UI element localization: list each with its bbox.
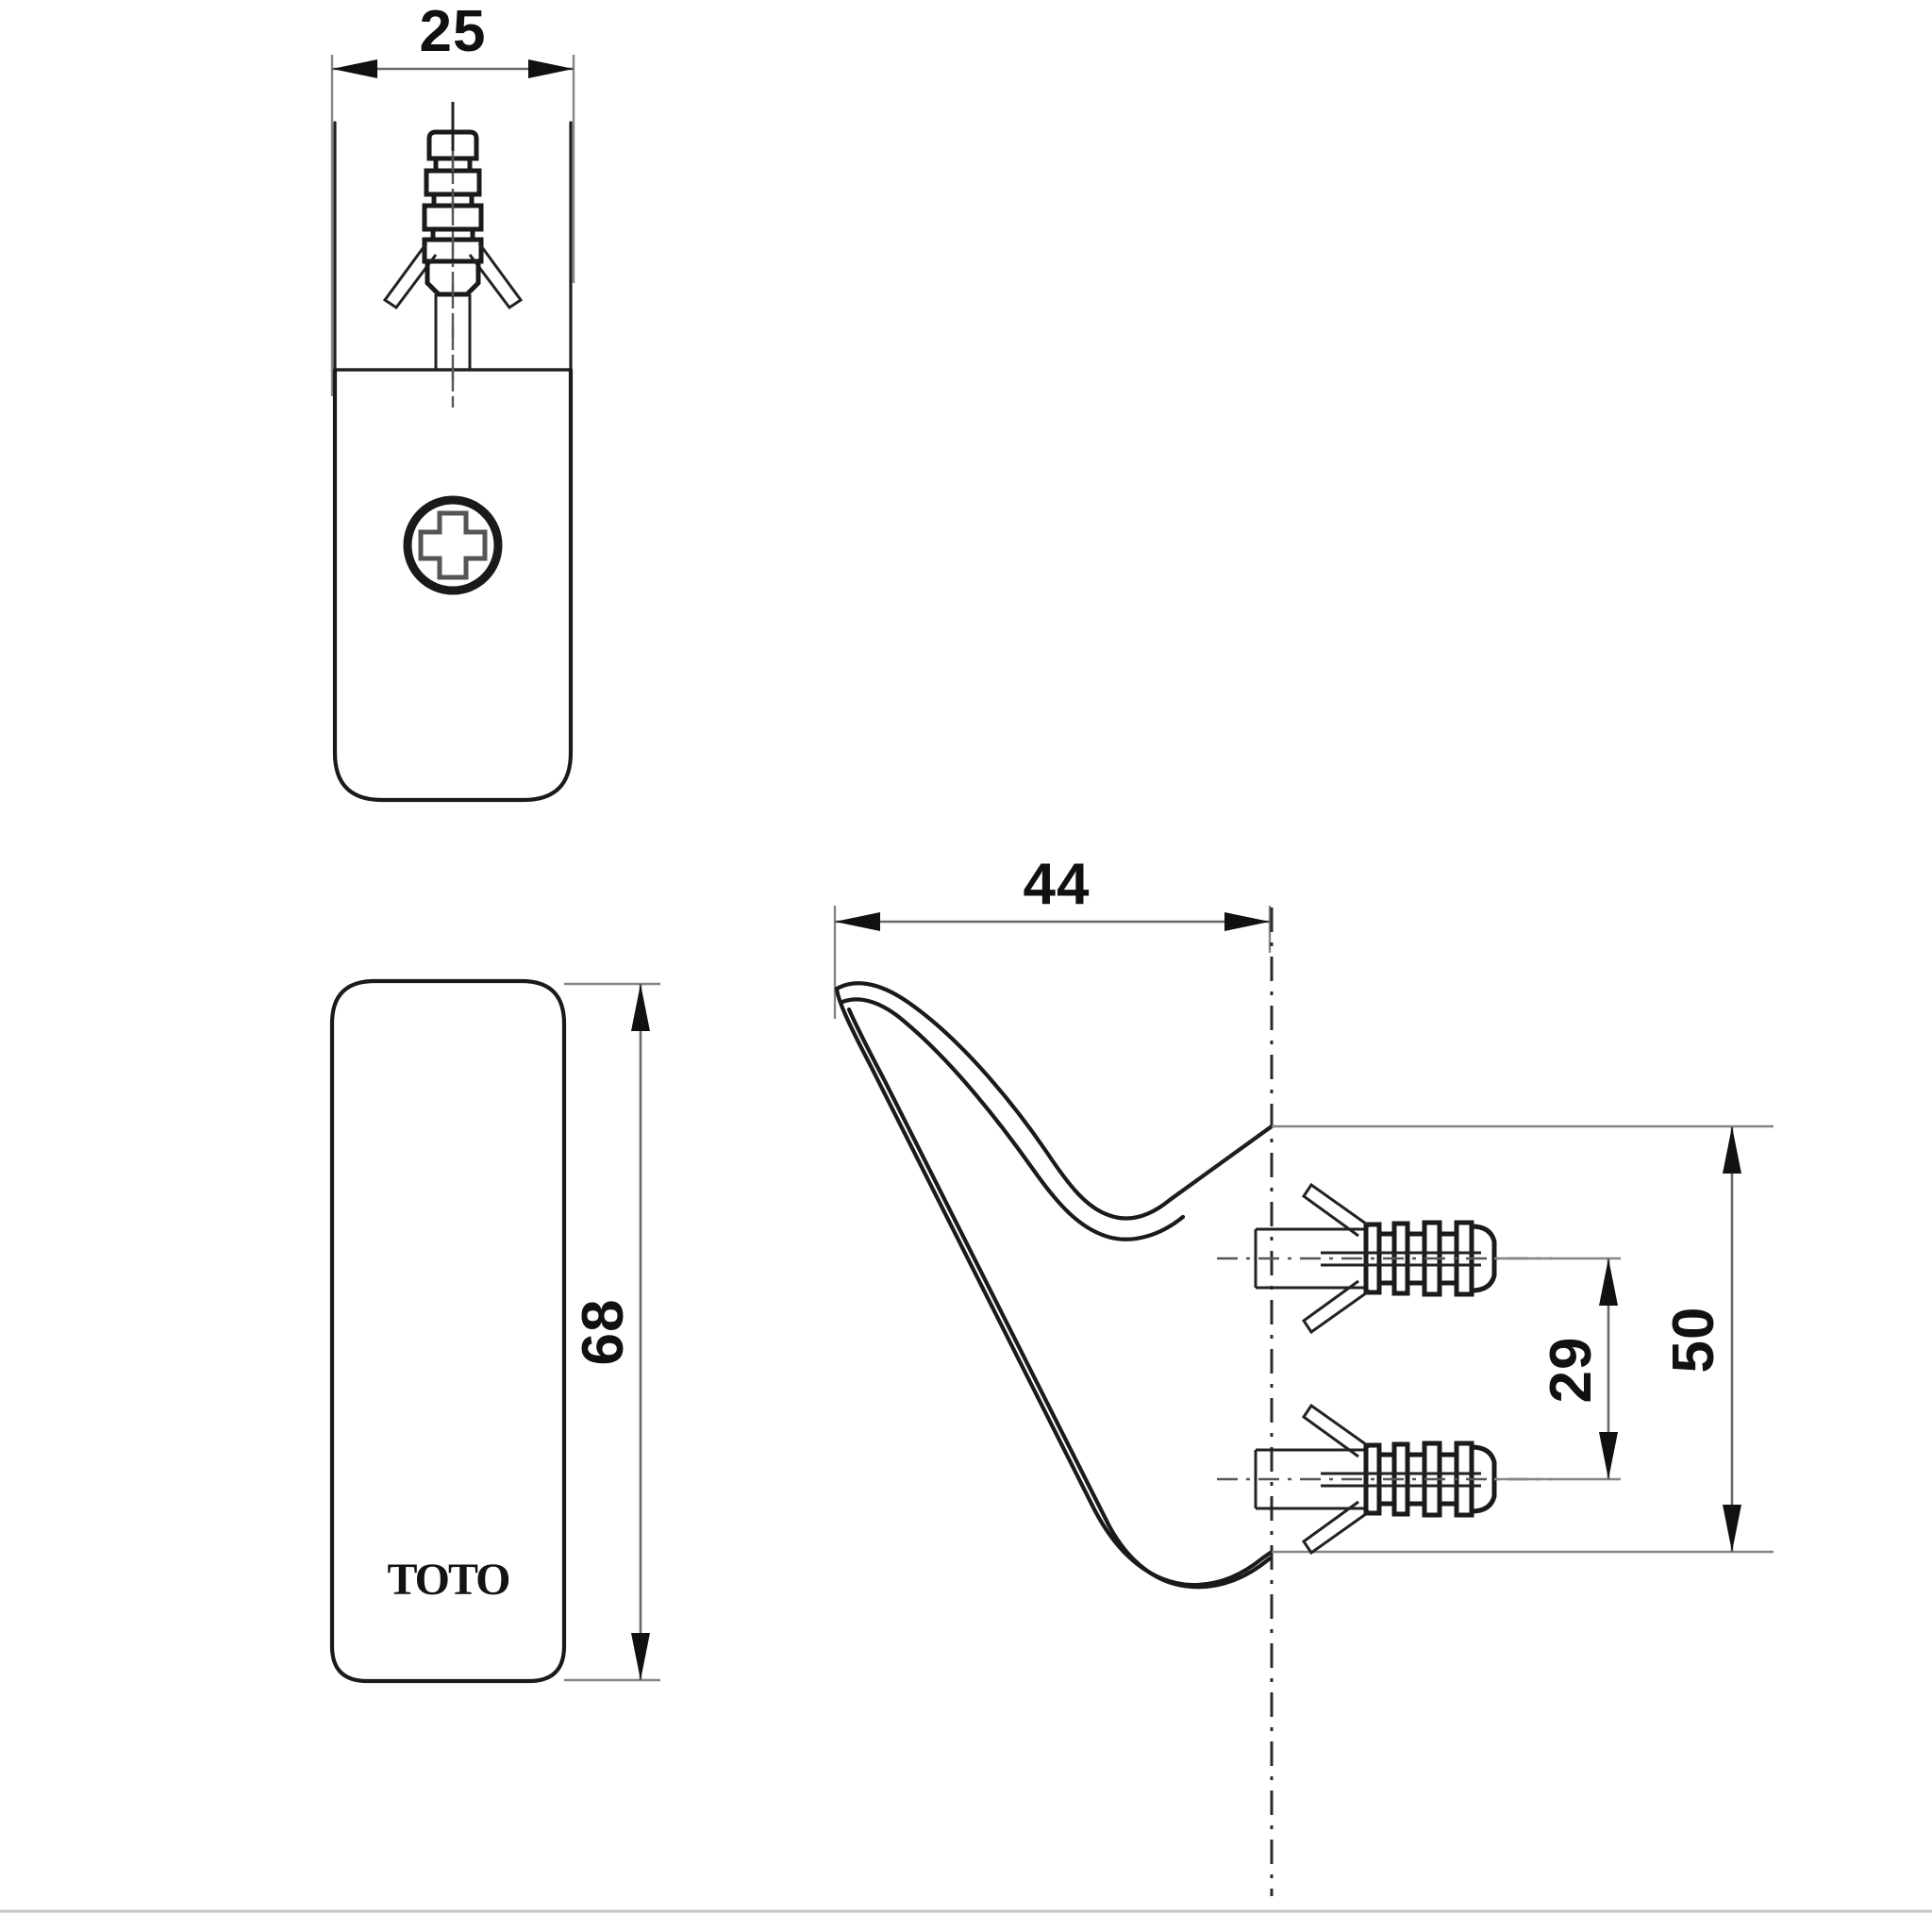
anchor-wing-left	[382, 242, 438, 310]
anchor-lower-rib-1	[1363, 1442, 1382, 1516]
anchor-upper-wing-top	[1301, 1182, 1371, 1238]
anchor-upper-rib-3	[1422, 1220, 1442, 1297]
top-view-phillips-screw-head	[403, 495, 503, 595]
anchor-upper-rib-1	[1363, 1222, 1382, 1295]
dimension-label-68: 68	[571, 1299, 636, 1366]
front-view-group: TOTO 68	[329, 978, 660, 1684]
anchor-sleeve	[434, 294, 472, 370]
anchor-rib-2	[424, 168, 482, 197]
anchor-lower-rib-4	[1454, 1441, 1474, 1518]
anchor-rib-4	[422, 237, 484, 264]
anchor-upper-rib-2	[1391, 1221, 1410, 1296]
anchor-upper-wing-bottom	[1301, 1279, 1371, 1335]
arrow-left-25	[332, 59, 377, 78]
screw-head-cross	[418, 510, 488, 580]
anchor-lower-screw-shaft	[1321, 1472, 1481, 1488]
anchor-rib-3	[422, 203, 484, 232]
anchor-wing-right	[468, 242, 524, 310]
arrow-top-68	[631, 984, 650, 1031]
side-view-wall-anchor-lower	[1217, 1403, 1552, 1556]
anchor-lower-wing-bottom	[1301, 1500, 1371, 1556]
arrow-bottom-68	[631, 1633, 650, 1680]
screw-head-circle	[403, 495, 503, 595]
anchor-lower-rib-2	[1391, 1441, 1410, 1517]
anchor-upper-rib-4	[1454, 1220, 1474, 1297]
top-view-group: 25	[330, 0, 575, 803]
hook-outer-curve-upper	[834, 981, 1274, 1221]
hook-outer-curve-lower	[834, 986, 1274, 1588]
hook-inner-curve-lower	[846, 1007, 1273, 1590]
arrow-bottom-29	[1599, 1432, 1618, 1479]
hook-inner-curve-upper	[840, 997, 1186, 1241]
dimension-label-50: 50	[1661, 1307, 1726, 1374]
anchor-rib-1	[426, 129, 479, 161]
dimension-label-44: 44	[1024, 852, 1091, 917]
arrow-left-44	[835, 912, 880, 931]
anchor-upper-screw-shaft	[1321, 1251, 1481, 1267]
front-view-body-outline	[329, 978, 567, 1684]
arrow-bottom-50	[1723, 1505, 1741, 1552]
top-view-wall-anchor-plug	[382, 102, 524, 408]
brand-logo-toto: TOTO	[388, 1555, 509, 1605]
dimension-label-25: 25	[420, 0, 487, 64]
anchor-lower-rib-3	[1422, 1441, 1442, 1518]
arrow-right-44	[1224, 912, 1270, 931]
arrow-right-25	[528, 59, 574, 78]
hook-bottom-flange-line	[1260, 1550, 1274, 1560]
dimension-label-29: 29	[1539, 1337, 1604, 1404]
top-view-lower-body	[332, 367, 574, 803]
side-view-wall-anchor-upper	[1217, 1182, 1552, 1335]
side-view-group: 44	[833, 852, 1774, 1896]
anchor-lower-wing-top	[1301, 1403, 1371, 1458]
arrow-top-50	[1723, 1126, 1741, 1174]
arrow-top-29	[1599, 1258, 1618, 1306]
hook-top-flange-line	[1168, 1124, 1274, 1202]
